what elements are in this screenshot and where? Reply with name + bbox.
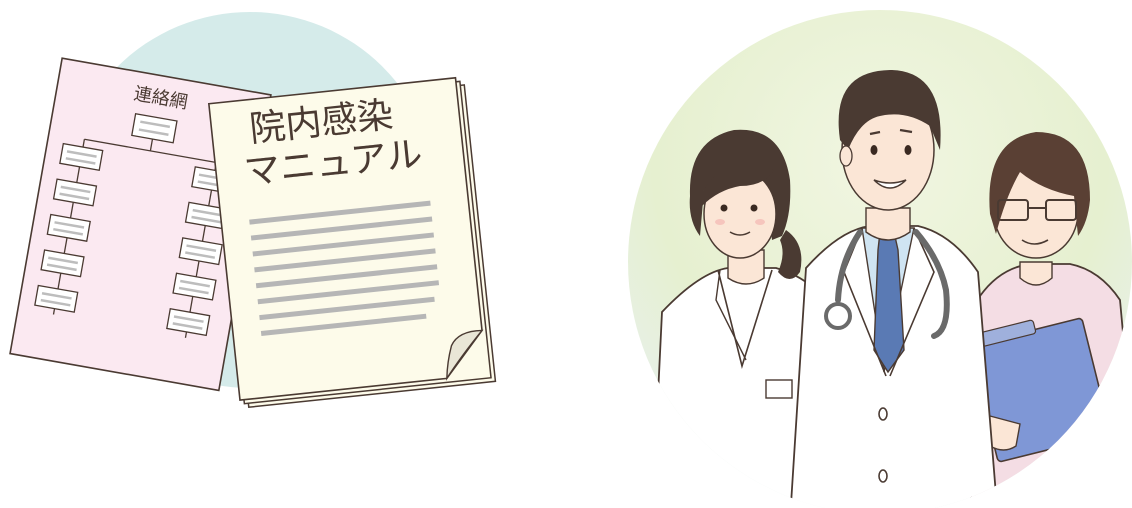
infection-control-manual: 院内感染 マニュアル [207,76,497,409]
manual-text-lines [249,200,440,337]
male-doctor-figure [789,70,999,508]
name-badge [765,379,793,399]
contact-network-sheet: 連絡網 [9,57,272,392]
page-curl [446,329,484,381]
glasses-icon [997,199,1077,221]
documents-illustration: 連絡網 [9,12,497,409]
coat-buttons [878,407,888,483]
medical-staff-illustration [628,10,1132,508]
stethoscope-icon [824,229,950,339]
